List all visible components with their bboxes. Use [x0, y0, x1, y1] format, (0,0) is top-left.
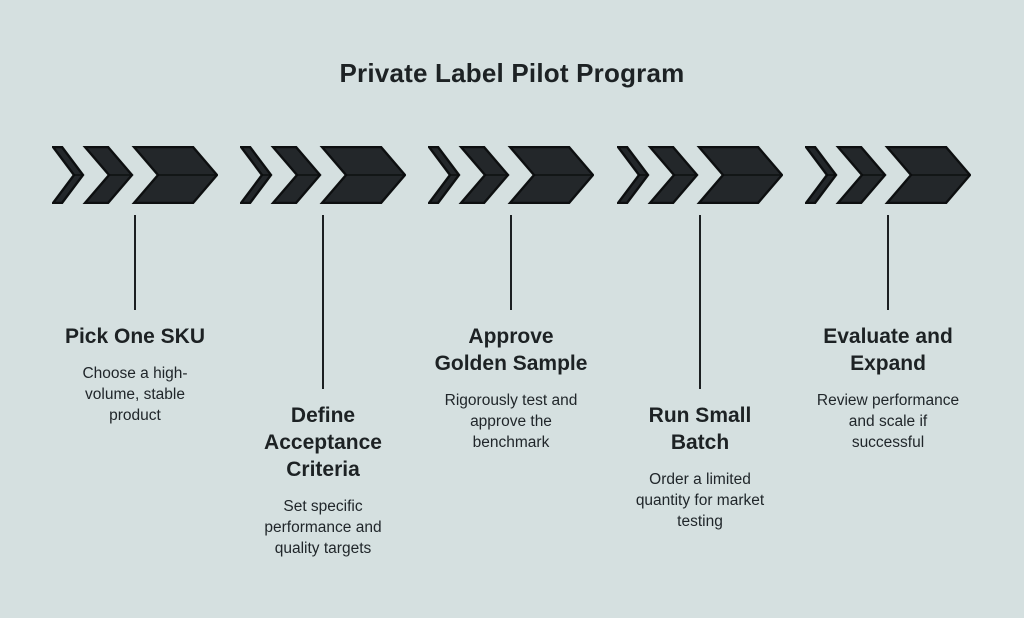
step-label: Define Acceptance Criteria Set specific … [231, 402, 415, 559]
step-description: Set specific performance and quality tar… [264, 498, 382, 557]
triple-chevron-arrow-icon [617, 146, 783, 204]
step-1: Pick One SKU Choose a high- volume, stab… [43, 146, 227, 426]
step-5: Evaluate and Expand Review performance a… [796, 146, 980, 453]
triple-chevron-arrow-icon [240, 146, 406, 204]
triple-chevron-arrow-icon [805, 146, 971, 204]
step-title: Approve Golden Sample [434, 325, 588, 375]
connector-line [699, 215, 701, 389]
step-title: Pick One SKU [64, 325, 206, 348]
triple-chevron-arrow-icon [428, 146, 594, 204]
connector-line [134, 215, 136, 310]
connector-line [510, 215, 512, 310]
connector-line [322, 215, 324, 389]
step-description: Review performance and scale if successf… [816, 392, 960, 451]
step-title: Define Acceptance Criteria [264, 404, 382, 481]
page-title: Private Label Pilot Program [339, 58, 685, 88]
step-description: Choose a high- volume, stable product [82, 365, 188, 424]
step-description: Order a limited quantity for market test… [635, 471, 765, 530]
step-label: Pick One SKU Choose a high- volume, stab… [43, 323, 227, 426]
connector-line [887, 215, 889, 310]
step-label: Evaluate and Expand Review performance a… [796, 323, 980, 453]
step-label: Run Small Batch Order a limited quantity… [608, 402, 792, 532]
step-3: Approve Golden Sample Rigorously test an… [419, 146, 603, 453]
step-title: Run Small Batch [648, 404, 752, 454]
step-4: Run Small Batch Order a limited quantity… [608, 146, 792, 532]
step-title: Evaluate and Expand [823, 325, 953, 375]
step-description: Rigorously test and approve the benchmar… [444, 392, 578, 451]
step-label: Approve Golden Sample Rigorously test an… [419, 323, 603, 453]
triple-chevron-arrow-icon [52, 146, 218, 204]
step-2: Define Acceptance Criteria Set specific … [231, 146, 415, 559]
